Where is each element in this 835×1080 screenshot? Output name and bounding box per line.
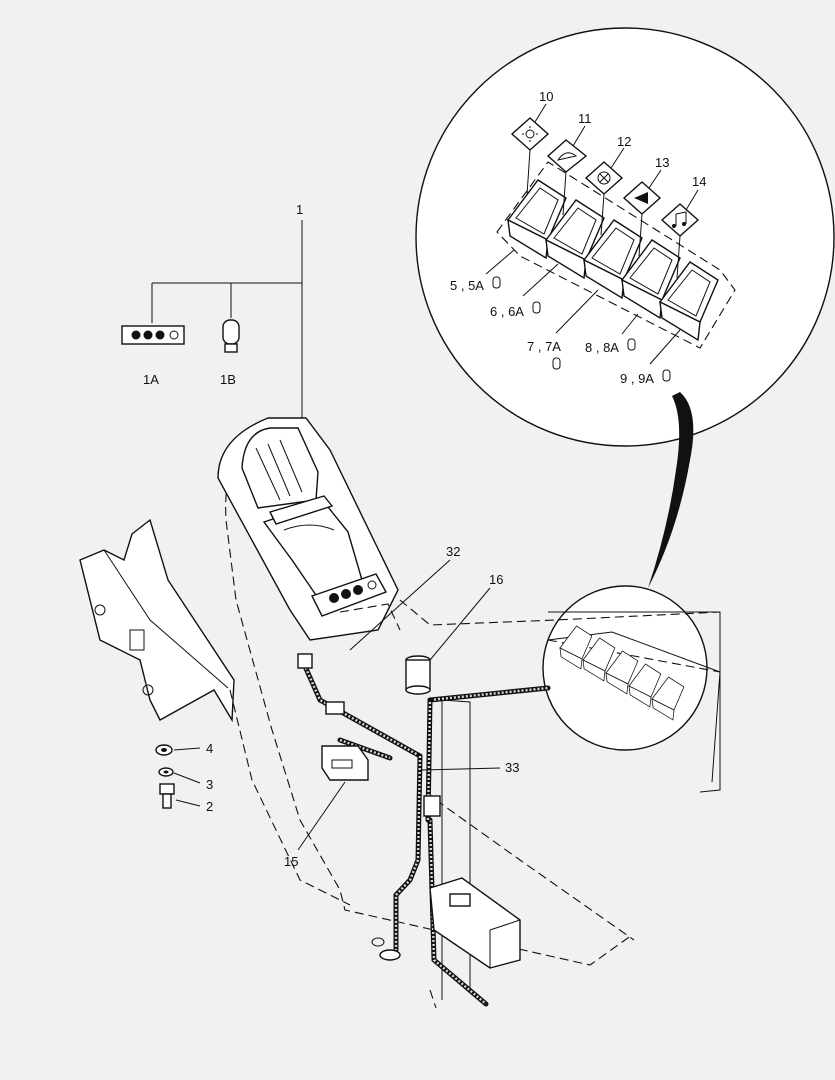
callout-labels: 1 1A 1B 2 3 4 5 , 5A 6 , 6A 7 , 7A 8 , 8… <box>143 89 706 869</box>
mounting-bracket <box>79 518 235 723</box>
detail-connector-arrow <box>648 392 694 588</box>
bulb-1b <box>222 319 240 353</box>
detail-circle <box>415 27 835 447</box>
wiring-harness-33 <box>297 653 551 1007</box>
callout-tree-1 <box>151 220 303 418</box>
relay-module-15 <box>321 745 369 781</box>
callout-12: 12 <box>617 134 631 149</box>
callout-7: 7 , 7A <box>527 339 561 354</box>
callout-2: 2 <box>206 799 213 814</box>
horn-icon <box>622 181 662 257</box>
callout-14: 14 <box>692 174 706 189</box>
callout-5: 5 , 5A <box>450 278 484 293</box>
lock-washer-3 <box>158 767 174 777</box>
callout-4: 4 <box>206 741 213 756</box>
lower-receptacle <box>371 877 521 969</box>
fan-icon <box>584 161 624 236</box>
callout-10: 10 <box>539 89 553 104</box>
callout-1: 1 <box>296 202 303 217</box>
connector-plug-1a <box>121 325 185 345</box>
callout-32: 32 <box>446 544 460 559</box>
music-icon <box>660 203 700 279</box>
sun-light-icon <box>510 117 550 196</box>
callout-8: 8 , 8A <box>585 340 619 355</box>
callout-13: 13 <box>655 155 669 170</box>
instrument-console <box>217 417 633 966</box>
bulb-icon <box>492 276 671 382</box>
callout-33: 33 <box>505 760 519 775</box>
washer-4 <box>155 744 173 756</box>
wiper-icon <box>546 139 588 216</box>
callout-11: 11 <box>578 111 592 126</box>
callout-15: 15 <box>284 854 298 869</box>
callout-9: 9 , 9A <box>620 371 654 386</box>
callout-16: 16 <box>489 572 503 587</box>
switch-panel-small-view <box>542 585 721 783</box>
callout-1a: 1A <box>143 372 159 387</box>
rocker-switch-row <box>506 179 719 342</box>
callout-6: 6 , 6A <box>490 304 524 319</box>
callout-1b: 1B <box>220 372 236 387</box>
callout-3: 3 <box>206 777 213 792</box>
bolt-2 <box>159 783 175 809</box>
pressure-switch-16 <box>405 655 431 695</box>
